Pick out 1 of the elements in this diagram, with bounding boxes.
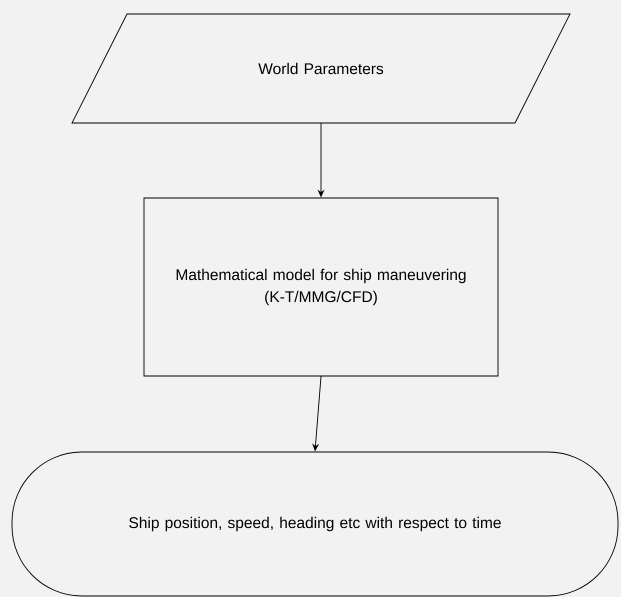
process-box: Mathematical model for ship maneuvering (K-T/MMG/CFD) <box>144 198 498 376</box>
